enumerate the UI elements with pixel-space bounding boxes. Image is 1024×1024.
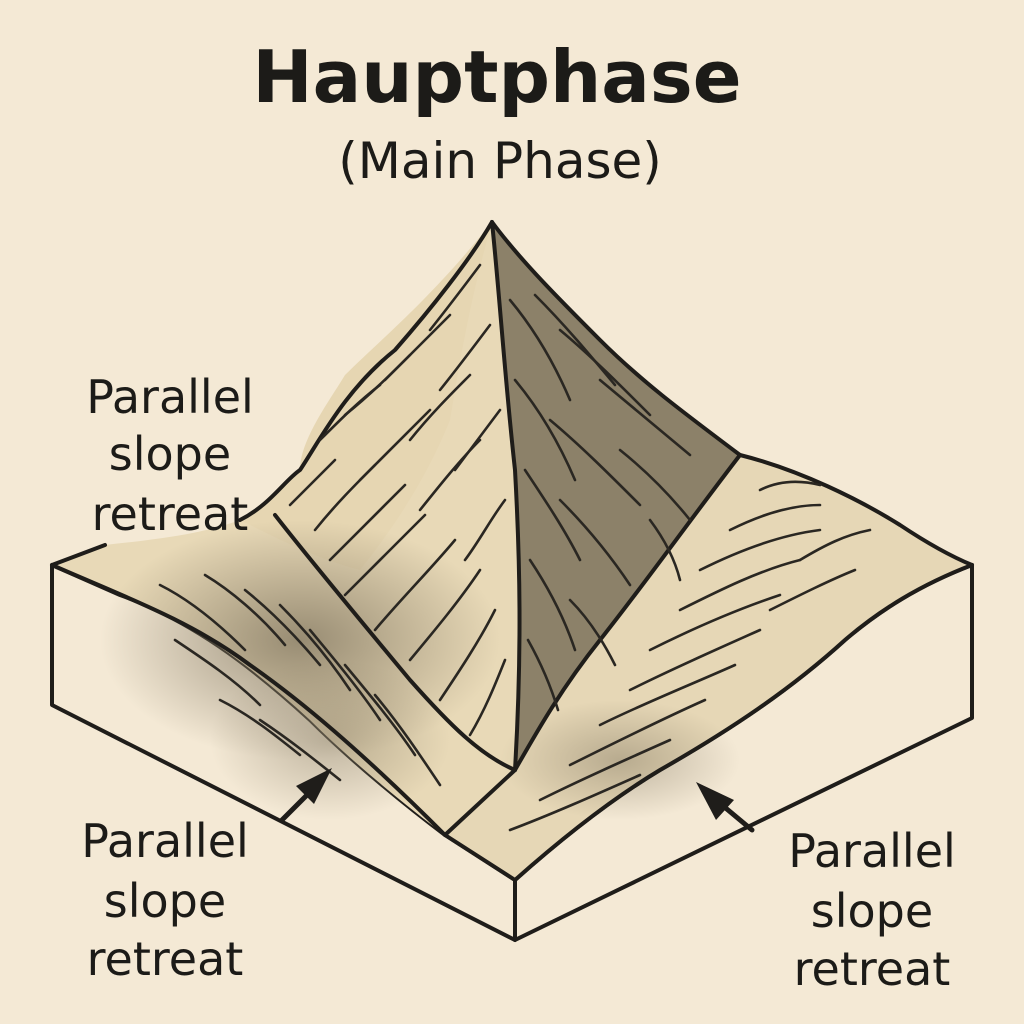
main-ridge-line [490,220,522,772]
label-lower-left-line-2: slope [104,874,226,928]
label-lower-left: Parallel slope retreat [81,814,249,986]
diagram-subtitle: (Main Phase) [338,132,662,190]
label-lower-right-line-3: retreat [794,942,951,996]
label-lower-left-line-1: Parallel [81,814,249,868]
arrow-lower-right [696,782,755,833]
left-top-edge [50,543,107,567]
label-upper-left: Parallel slope retreat [86,370,254,541]
arrow-lower-left [279,768,332,823]
label-upper-left-line-1: Parallel [86,370,254,424]
left-ridge-hatching [288,263,507,737]
right-slope-edge [513,563,974,882]
left-ridge-line [273,513,517,772]
label-lower-right: Parallel slope retreat [788,824,956,996]
label-upper-left-line-3: retreat [92,487,249,541]
left-slope-edge [50,563,517,882]
label-lower-left-line-3: retreat [87,932,244,986]
peak-outline [238,220,974,567]
diagram-title: Hauptphase [252,35,741,119]
dark-face-hatching [508,293,692,712]
right-slope-hatching [508,480,872,832]
left-slope-hatching [158,573,442,787]
right-valley-shadow [500,700,740,820]
label-lower-right-line-1: Parallel [788,824,956,878]
label-lower-right-line-2: slope [811,884,933,938]
peak-dark-face [492,222,740,770]
label-upper-left-line-2: slope [109,427,231,481]
